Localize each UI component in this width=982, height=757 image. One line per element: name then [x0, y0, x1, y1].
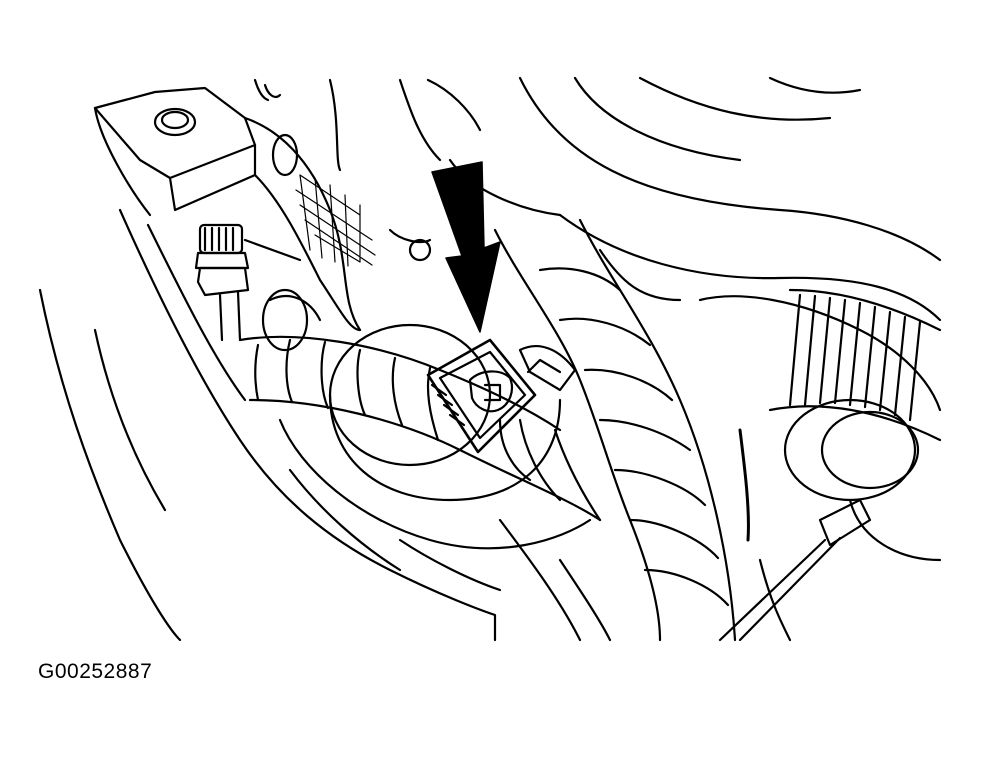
electrical-connector — [428, 340, 575, 452]
engine-background-outlines — [330, 78, 940, 410]
lower-panel — [40, 210, 610, 640]
upper-hose — [245, 80, 375, 330]
intake-housing — [263, 230, 590, 548]
sensor-valve — [196, 225, 300, 340]
mounting-bracket — [95, 88, 255, 215]
vertical-harness — [495, 220, 748, 640]
wiring-harness — [240, 337, 600, 520]
figure-id-label: G00252887 — [38, 660, 153, 683]
round-outlet — [785, 400, 940, 560]
corrugated-hose — [770, 290, 940, 440]
pointer-arrow-icon — [432, 162, 500, 332]
dipstick-tube — [720, 500, 870, 640]
